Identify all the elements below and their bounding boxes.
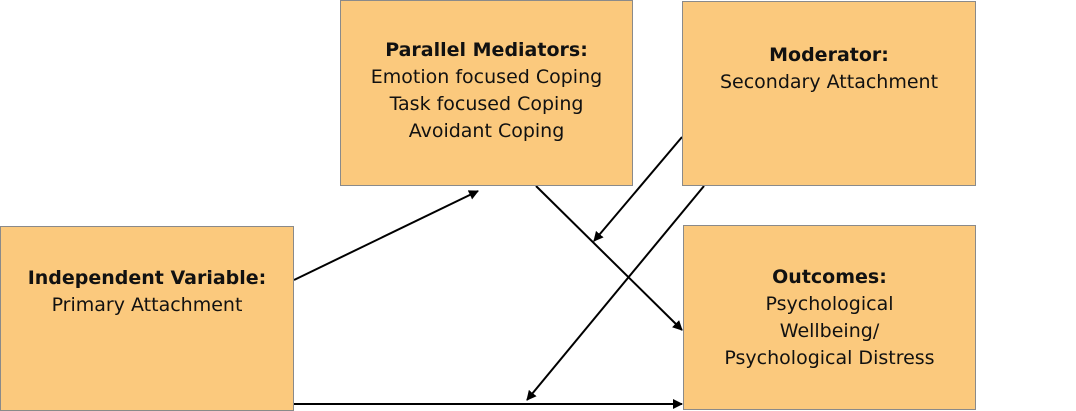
outcomes-line-wellbeing: Wellbeing/ — [779, 320, 880, 342]
moderator-title: Moderator: — [769, 44, 889, 66]
outcomes-box: Outcomes: Psychological Wellbeing/ Psych… — [683, 225, 976, 410]
mediators-box: Parallel Mediators: Emotion focused Copi… — [340, 0, 633, 186]
mediators-title: Parallel Mediators: — [385, 39, 588, 61]
independent-variable-box: Independent Variable: Primary Attachment — [0, 226, 294, 411]
arrow-iv-to-mediators — [293, 190, 479, 281]
mediator-line-emotion: Emotion focused Coping — [370, 66, 603, 88]
outcomes-line-psychological: Psychological — [765, 293, 894, 315]
outcomes-line-distress: Psychological Distress — [724, 347, 935, 369]
independent-variable-line-primary: Primary Attachment — [51, 294, 243, 316]
mediator-line-task: Task focused Coping — [389, 93, 584, 115]
moderator-box: Moderator: Secondary Attachment — [682, 1, 976, 186]
moderator-line-secondary: Secondary Attachment — [719, 71, 939, 93]
independent-variable-title: Independent Variable: — [27, 267, 267, 289]
arrow-mediators-to-outcomes — [535, 185, 683, 331]
mediator-line-avoidant: Avoidant Coping — [408, 120, 565, 142]
arrow-moderator-to-direct-path — [526, 185, 705, 401]
outcomes-title: Outcomes: — [772, 266, 887, 288]
